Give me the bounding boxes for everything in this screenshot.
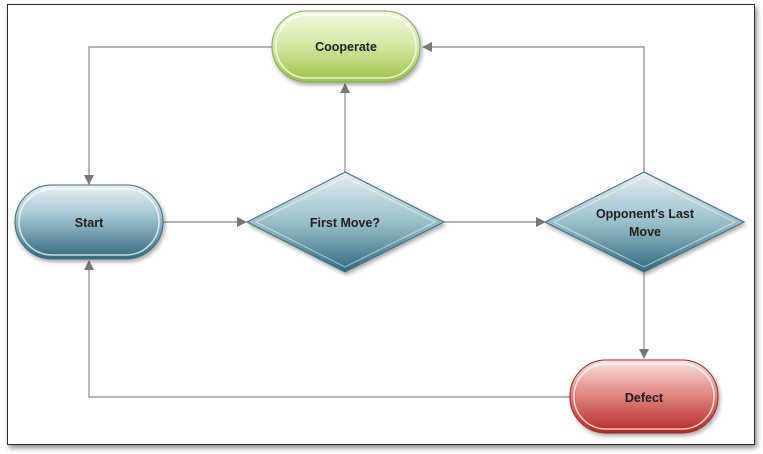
cooperate-highlight bbox=[275, 14, 417, 79]
edge-opponent-last-move-to-cooperate bbox=[422, 42, 645, 172]
defect-highlight bbox=[573, 363, 715, 430]
cooperate-shape bbox=[271, 10, 421, 83]
opponent-last-move-label-line2: Move bbox=[629, 225, 661, 239]
node-cooperate: Cooperate bbox=[271, 10, 421, 83]
defect-label: Defect bbox=[625, 391, 664, 405]
cooperate-label: Cooperate bbox=[315, 40, 377, 54]
node-first-move: First Move? bbox=[245, 171, 446, 273]
first-move-highlight bbox=[254, 176, 437, 268]
node-opponent-last-move: Opponent's Last Move bbox=[543, 171, 746, 273]
opponent-last-move-shape bbox=[543, 171, 746, 273]
first-move-shape bbox=[245, 171, 446, 273]
first-move-label: First Move? bbox=[310, 216, 380, 230]
defect-shape bbox=[569, 359, 719, 434]
opponent-last-move-highlight bbox=[552, 176, 737, 268]
opponent-last-move-label-line1: Opponent's Last bbox=[596, 207, 695, 221]
node-start: Start bbox=[14, 184, 164, 260]
edge-defect-to-start bbox=[84, 260, 570, 398]
node-defect: Defect bbox=[569, 359, 719, 434]
start-label: Start bbox=[75, 216, 104, 230]
start-shape bbox=[14, 184, 164, 260]
start-highlight bbox=[18, 188, 160, 256]
edge-cooperate-to-start bbox=[84, 46, 272, 185]
